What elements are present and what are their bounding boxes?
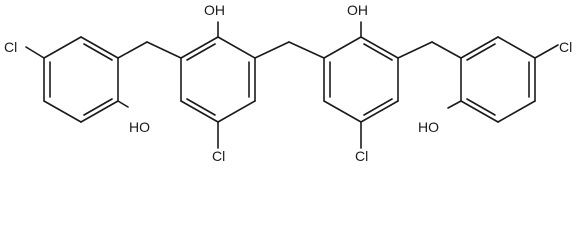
chemical-structure-diagram: Cl HO OH Cl OH Cl Cl HO [4, 2, 572, 164]
atom-labels: Cl HO OH Cl OH Cl Cl HO [4, 2, 572, 164]
substituent-bonds [25, 21, 559, 149]
ring-4 [460, 36, 536, 123]
hydroxyl-label: OH [347, 2, 368, 18]
ring-3 [323, 36, 399, 123]
hydroxyl-label: HO [129, 119, 150, 135]
chlorine-label: Cl [4, 39, 17, 55]
hydroxyl-label: HO [418, 119, 439, 135]
ring-1 [43, 36, 119, 123]
chlorine-label: Cl [559, 39, 572, 55]
ring-2 [180, 36, 256, 123]
hydroxyl-label: OH [204, 2, 225, 18]
chlorine-label: Cl [355, 148, 368, 164]
methylene-bridges [117, 41, 462, 59]
chlorine-label: Cl [212, 148, 225, 164]
